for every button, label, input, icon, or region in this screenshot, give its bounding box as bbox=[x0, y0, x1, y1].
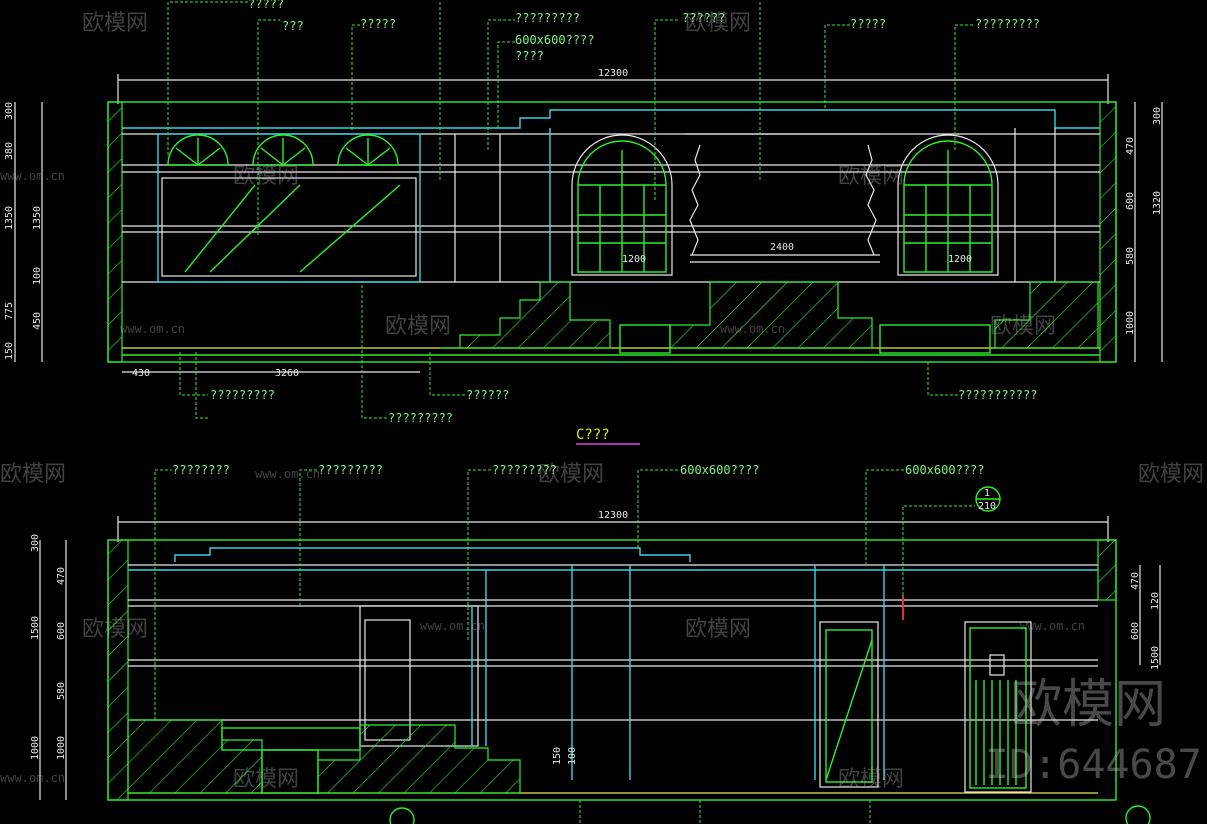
svg-text:??????: ?????? bbox=[466, 388, 509, 402]
svg-text:600x600????: 600x600???? bbox=[515, 33, 594, 47]
svg-text:???: ??? bbox=[282, 19, 304, 33]
b-left-dim-4: 600 bbox=[56, 622, 67, 640]
svg-text:?????????: ????????? bbox=[388, 411, 453, 425]
watermark-id: ID:644687 bbox=[985, 742, 1202, 788]
svg-text:?????????: ????????? bbox=[975, 17, 1040, 31]
svg-text:?????: ????? bbox=[360, 17, 396, 31]
svg-text:?????????: ????????? bbox=[210, 388, 275, 402]
svg-text:www.om.cn: www.om.cn bbox=[0, 771, 65, 785]
svg-text:欧模网: 欧模网 bbox=[82, 617, 148, 642]
right-dim-4: 1320 bbox=[1152, 191, 1163, 215]
svg-text:欧模网: 欧模网 bbox=[838, 767, 904, 792]
svg-text:欧模网: 欧模网 bbox=[82, 11, 148, 36]
right-dim-6: 580 bbox=[1125, 247, 1136, 265]
section-marker-bottom bbox=[389, 807, 415, 824]
svg-text:欧模网: 欧模网 bbox=[233, 767, 299, 792]
b-left-dim-6: 580 bbox=[56, 682, 67, 700]
svg-text:欧模网: 欧模网 bbox=[990, 314, 1056, 339]
svg-text:欧模网: 欧模网 bbox=[0, 462, 66, 487]
top-overall-dimension: 12300 bbox=[598, 68, 628, 79]
svg-text:1: 1 bbox=[984, 488, 990, 499]
svg-text:?????????: ????????? bbox=[492, 463, 557, 477]
central-opening: 2400 bbox=[685, 133, 880, 263]
watermarks: 欧模网 欧模网 欧模网 欧模网 欧模网 欧模网 欧模网 欧模网 欧模网 欧模网 … bbox=[0, 11, 1204, 792]
svg-text:????: ???? bbox=[515, 49, 544, 63]
svg-text:欧模网: 欧模网 bbox=[233, 164, 299, 189]
svg-text:www.om.cn: www.om.cn bbox=[255, 467, 320, 481]
slatted-door bbox=[964, 621, 1032, 793]
left-dim-10: 150 bbox=[4, 342, 15, 360]
b-right-dim-2: 1500 bbox=[1150, 646, 1161, 670]
svg-text:欧模网: 欧模网 bbox=[385, 314, 451, 339]
svg-text:欧模网: 欧模网 bbox=[1138, 462, 1204, 487]
svg-text:??????: ?????? bbox=[682, 11, 725, 25]
b-right-dim-1: 120 bbox=[1150, 592, 1161, 610]
svg-text:www.om.cn: www.om.cn bbox=[720, 322, 785, 336]
b-mid-dim-0: 150 bbox=[552, 747, 563, 765]
svg-text:210: 210 bbox=[978, 501, 996, 512]
window-left-width: 1200 bbox=[622, 254, 646, 265]
svg-text:600x600????: 600x600???? bbox=[905, 463, 984, 477]
svg-text:?????: ????? bbox=[850, 17, 886, 31]
b-right-dim-0: 470 bbox=[1130, 572, 1141, 590]
right-dim-7: 1000 bbox=[1125, 311, 1136, 335]
top-callouts: ????? ??? ????? ????????? 600x600???? ??… bbox=[210, 0, 1040, 425]
bottom-stair-mid bbox=[317, 724, 521, 794]
svg-text:?????????: ????????? bbox=[515, 11, 580, 25]
opening-width: 2400 bbox=[770, 242, 794, 253]
fan-ornaments bbox=[167, 134, 399, 166]
bottom-callouts: ???????? ????????? ????????? 600x600????… bbox=[172, 463, 984, 477]
detail-marker: 1 210 bbox=[975, 486, 1001, 512]
svg-text:???????????: ??????????? bbox=[958, 388, 1037, 402]
bottom-dim-2: 3260 bbox=[275, 368, 299, 379]
window-right-width: 1200 bbox=[948, 254, 972, 265]
b-mid-dim-1: 100 bbox=[567, 747, 578, 765]
svg-text:www.om.cn: www.om.cn bbox=[0, 169, 65, 183]
svg-text:www.om.cn: www.om.cn bbox=[1020, 619, 1085, 633]
svg-text:?????????: ????????? bbox=[318, 463, 383, 477]
bottom-overall-dimension: 12300 bbox=[598, 510, 628, 521]
left-dim-3: 1350 bbox=[32, 206, 43, 230]
b-left-dim-7: 1000 bbox=[30, 736, 41, 760]
section-title: C??? bbox=[576, 427, 610, 443]
svg-text:600x600????: 600x600???? bbox=[680, 463, 759, 477]
arched-window-right: 1200 bbox=[897, 134, 999, 276]
stair-section-right bbox=[994, 281, 1099, 349]
svg-text:www.om.cn: www.om.cn bbox=[120, 322, 185, 336]
svg-text:www.om.cn: www.om.cn bbox=[420, 619, 485, 633]
left-dim-4: 100 bbox=[32, 267, 43, 285]
left-dim-0: 300 bbox=[4, 102, 15, 120]
bottom-elevation: 12300 bbox=[30, 463, 1161, 824]
stair-section-middle bbox=[669, 281, 873, 349]
stair-section-left bbox=[440, 281, 611, 349]
right-dim-0: 300 bbox=[1152, 107, 1163, 125]
svg-text:欧模网: 欧模网 bbox=[685, 617, 751, 642]
b-left-dim-0: 300 bbox=[30, 534, 41, 552]
watermark-large-brand: 欧模网 bbox=[1010, 675, 1166, 735]
left-dim-1: 380 bbox=[4, 142, 15, 160]
svg-text:?????: ????? bbox=[248, 0, 284, 11]
svg-text:欧模网: 欧模网 bbox=[685, 11, 751, 36]
right-dim-1: 470 bbox=[1125, 137, 1136, 155]
left-dim-7: 450 bbox=[32, 312, 43, 330]
top-elevation: 12300 bbox=[4, 0, 1163, 425]
svg-text:欧模网: 欧模网 bbox=[838, 164, 904, 189]
b-right-dim-3: 600 bbox=[1130, 622, 1141, 640]
section-marker-bottom-right bbox=[1125, 805, 1151, 824]
right-dim-3: 600 bbox=[1125, 192, 1136, 210]
arched-window-left: 1200 bbox=[571, 134, 673, 276]
svg-text:欧模网: 欧模网 bbox=[538, 462, 604, 487]
b-left-dim-8: 1000 bbox=[56, 736, 67, 760]
bottom-dim-1: 430 bbox=[132, 368, 150, 379]
left-dim-2: 1350 bbox=[4, 206, 15, 230]
b-left-dim-3: 1500 bbox=[30, 616, 41, 640]
b-left-dim-1: 470 bbox=[56, 567, 67, 585]
door-panel-diagonal bbox=[819, 621, 879, 788]
left-dim-6: 775 bbox=[4, 302, 15, 320]
svg-text:????????: ???????? bbox=[172, 463, 230, 477]
